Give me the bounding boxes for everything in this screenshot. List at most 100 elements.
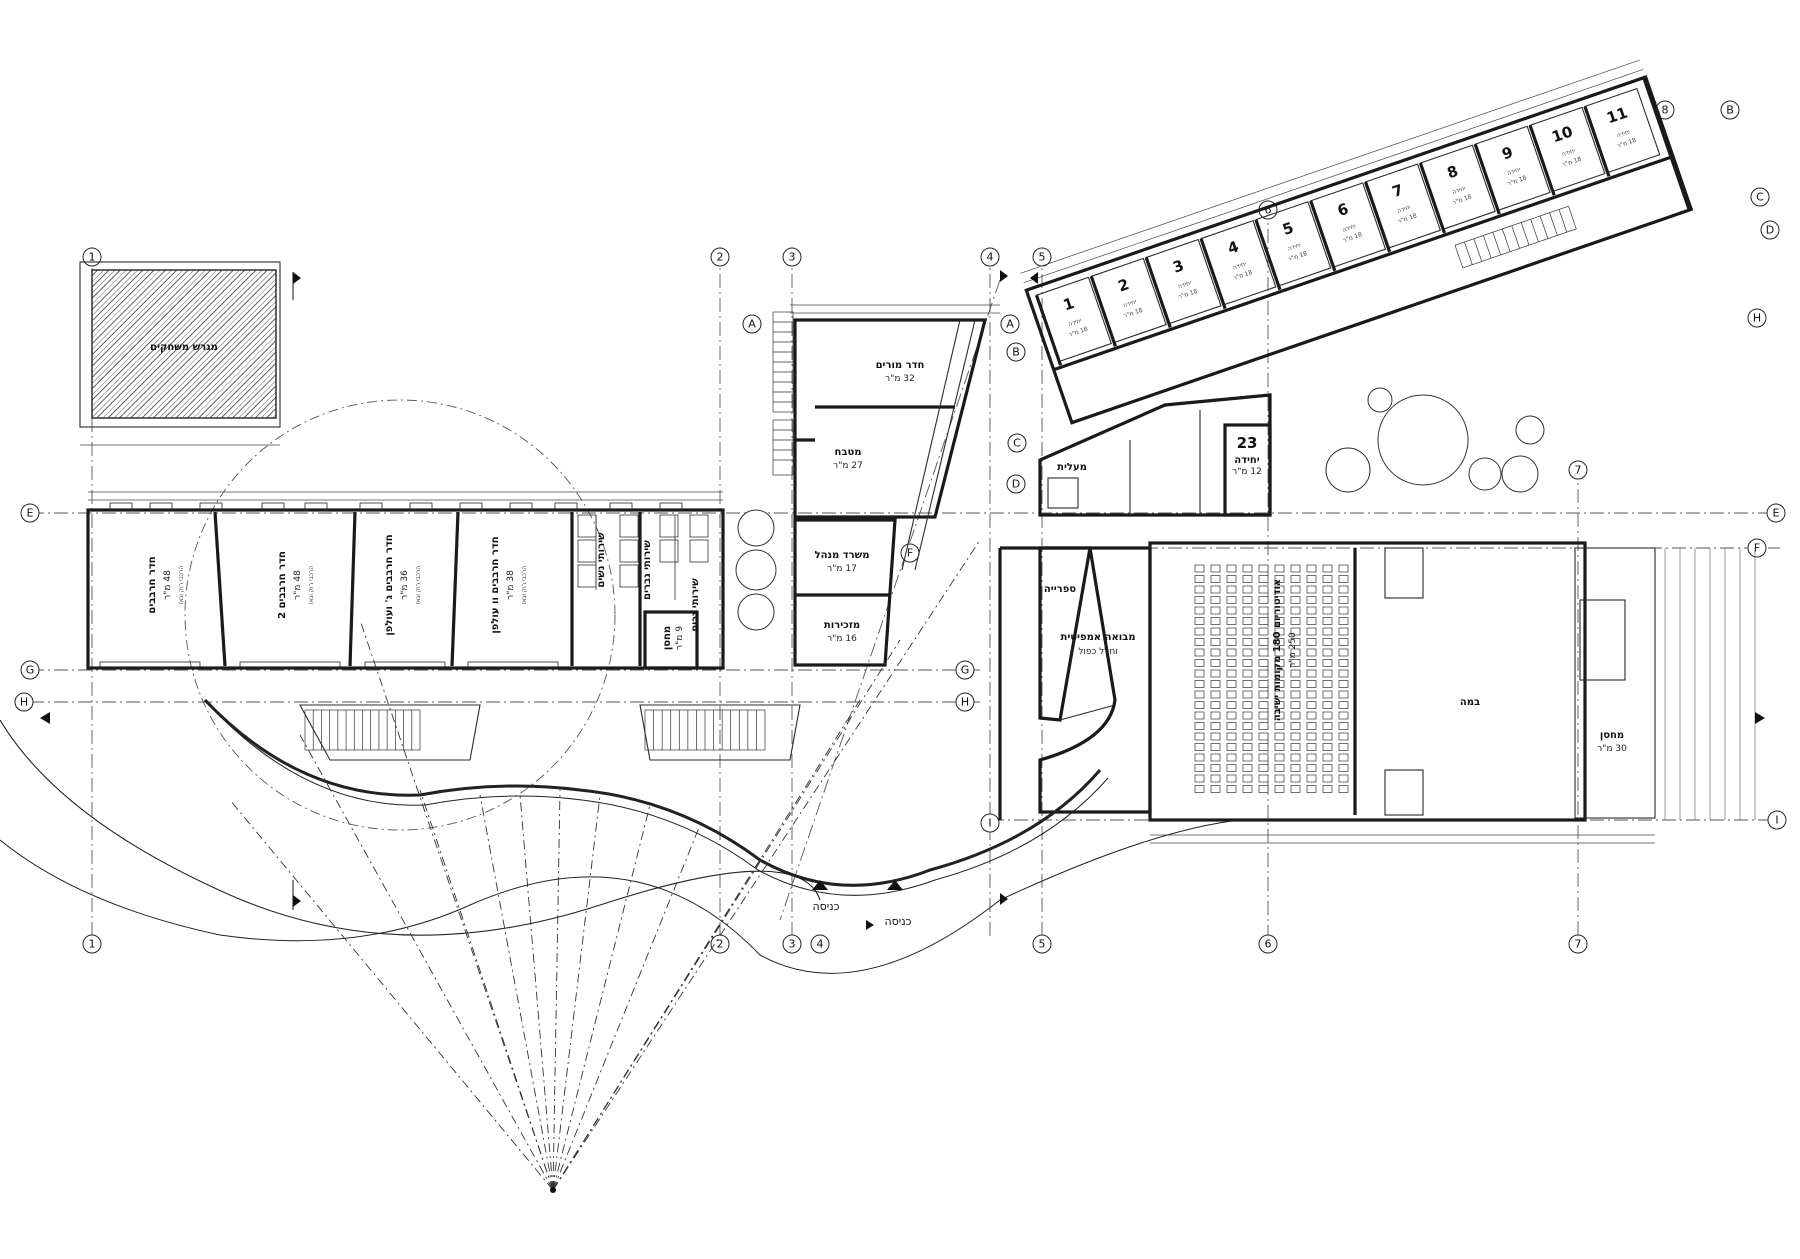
auditorium-seat: [1306, 732, 1317, 741]
svg-text:4: 4: [987, 251, 994, 264]
section-markers: [40, 270, 1765, 930]
unit-10-number: 10: [1549, 122, 1575, 146]
svg-text:8: 8: [1662, 104, 1669, 117]
auditorium-seat: [1338, 701, 1349, 709]
auditorium-seat: [1338, 764, 1349, 772]
auditorium-seat: [1290, 669, 1301, 678]
unit-11-label: יחידה: [1616, 128, 1631, 139]
auditorium-seat: [1274, 764, 1285, 772]
classroom-4-note: הרכבי רוק וגאז: [521, 566, 528, 605]
auditorium-seat: [1226, 627, 1237, 636]
auditorium-seat: [1338, 627, 1349, 636]
unit-23-area: 12 מ"ר: [1232, 467, 1262, 477]
auditorium-seat: [1290, 753, 1301, 762]
auditorium-seat: [1194, 596, 1205, 604]
auditorium-seat: [1210, 722, 1221, 730]
auditorium-seat: [1226, 669, 1237, 678]
auditorium-seat: [1242, 753, 1253, 762]
entrance-label-west: כניסה: [812, 900, 839, 913]
grid-bubble-b: B: [1006, 342, 1026, 362]
auditorium-seat: [1290, 743, 1301, 751]
auditorium-seat: [1338, 722, 1349, 730]
auditorium-seat: [1242, 638, 1253, 646]
auditorium-seat: [1322, 575, 1333, 583]
auditorium-seat: [1306, 711, 1317, 720]
auditorium-seat: [1226, 564, 1237, 573]
auditorium-seat: [1258, 575, 1269, 583]
auditorium-seat: [1226, 785, 1237, 793]
stage-storage-area: 30 מ"ר: [1597, 744, 1627, 754]
auditorium-seat: [1194, 690, 1205, 699]
auditorium-seat: [1226, 701, 1237, 709]
auditorium-seat: [1242, 575, 1253, 583]
auditorium-seat: [1242, 585, 1253, 594]
svg-text:H: H: [1753, 312, 1761, 325]
svg-text:B: B: [1726, 104, 1734, 117]
auditorium-seat: [1322, 596, 1333, 604]
auditorium-seat: [1242, 774, 1253, 783]
auditorium-seat: [1242, 785, 1253, 793]
auditorium-seat: [1322, 764, 1333, 772]
unit-8-number: 8: [1445, 162, 1461, 182]
auditorium-seat: [1290, 690, 1301, 699]
grid-bubble-d: D: [1006, 474, 1026, 494]
svg-text:2: 2: [717, 251, 724, 264]
auditorium-seat: [1306, 575, 1317, 583]
auditorium-seat: [1210, 732, 1221, 741]
auditorium-seat: [1210, 680, 1221, 688]
unit-3-number: 3: [1170, 256, 1186, 276]
kitchen-label: מטבח: [835, 447, 862, 458]
auditorium-seat: [1274, 596, 1285, 604]
grid-bubble-2: 2: [710, 934, 730, 954]
unit-10-label: יחידה: [1561, 147, 1576, 158]
auditorium-seat: [1194, 711, 1205, 720]
unit-1-number: 1: [1061, 294, 1077, 314]
grid-bubble-2: 2: [710, 247, 730, 267]
svg-text:D: D: [1012, 478, 1020, 491]
auditorium-seat: [1226, 732, 1237, 741]
grid-bubble-3: 3: [782, 247, 802, 267]
auditorium-seat: [1210, 669, 1221, 678]
auditorium-seat: [1194, 785, 1205, 793]
grid-bubble-e: E: [20, 503, 40, 523]
auditorium-seat: [1338, 753, 1349, 762]
auditorium-seat: [1194, 722, 1205, 730]
svg-text:E: E: [27, 507, 34, 520]
auditorium-seat: [1226, 764, 1237, 772]
auditorium-seat: [1338, 606, 1349, 615]
circulation-circle: [184, 399, 616, 831]
auditorium-seat: [1338, 785, 1349, 793]
auditorium-seat: [1290, 638, 1301, 646]
auditorium-seat: [1274, 638, 1285, 646]
auditorium-seat: [1242, 680, 1253, 688]
svg-text:H: H: [961, 696, 969, 709]
svg-text:G: G: [961, 664, 970, 677]
auditorium-seat: [1338, 774, 1349, 783]
classroom-4-area: 38 מ"ר: [506, 570, 516, 600]
wc-men-label: שירותי גברים: [642, 540, 653, 600]
auditorium-seat: [1226, 680, 1237, 688]
auditorium-seat: [1210, 606, 1221, 615]
auditorium-seat: [1338, 585, 1349, 594]
auditorium-seat: [1210, 617, 1221, 625]
landscape-curves: [0, 698, 1241, 974]
auditorium-seat: [1194, 701, 1205, 709]
grid-bubble-h: H: [1747, 308, 1767, 328]
grid-bubble-h: H: [14, 692, 34, 712]
auditorium-seat: [1338, 596, 1349, 604]
auditorium-seat: [1338, 648, 1349, 657]
auditorium-seat: [1290, 648, 1301, 657]
grid-bubble-f: F: [900, 543, 920, 563]
auditorium-seat: [1322, 753, 1333, 762]
entrance-label-east: כניסה: [884, 915, 911, 928]
grid-bubble-a: A: [742, 314, 762, 334]
secretary-area: 16 מ"ר: [827, 634, 857, 644]
west-stairs: [299, 704, 801, 761]
auditorium-seat: [1210, 753, 1221, 762]
grid-bubble-7: 7: [1568, 460, 1588, 480]
auditorium-seat: [1194, 638, 1205, 646]
auditorium-seat: [1242, 564, 1253, 573]
svg-text:3: 3: [789, 251, 796, 264]
svg-text:1: 1: [89, 938, 96, 951]
